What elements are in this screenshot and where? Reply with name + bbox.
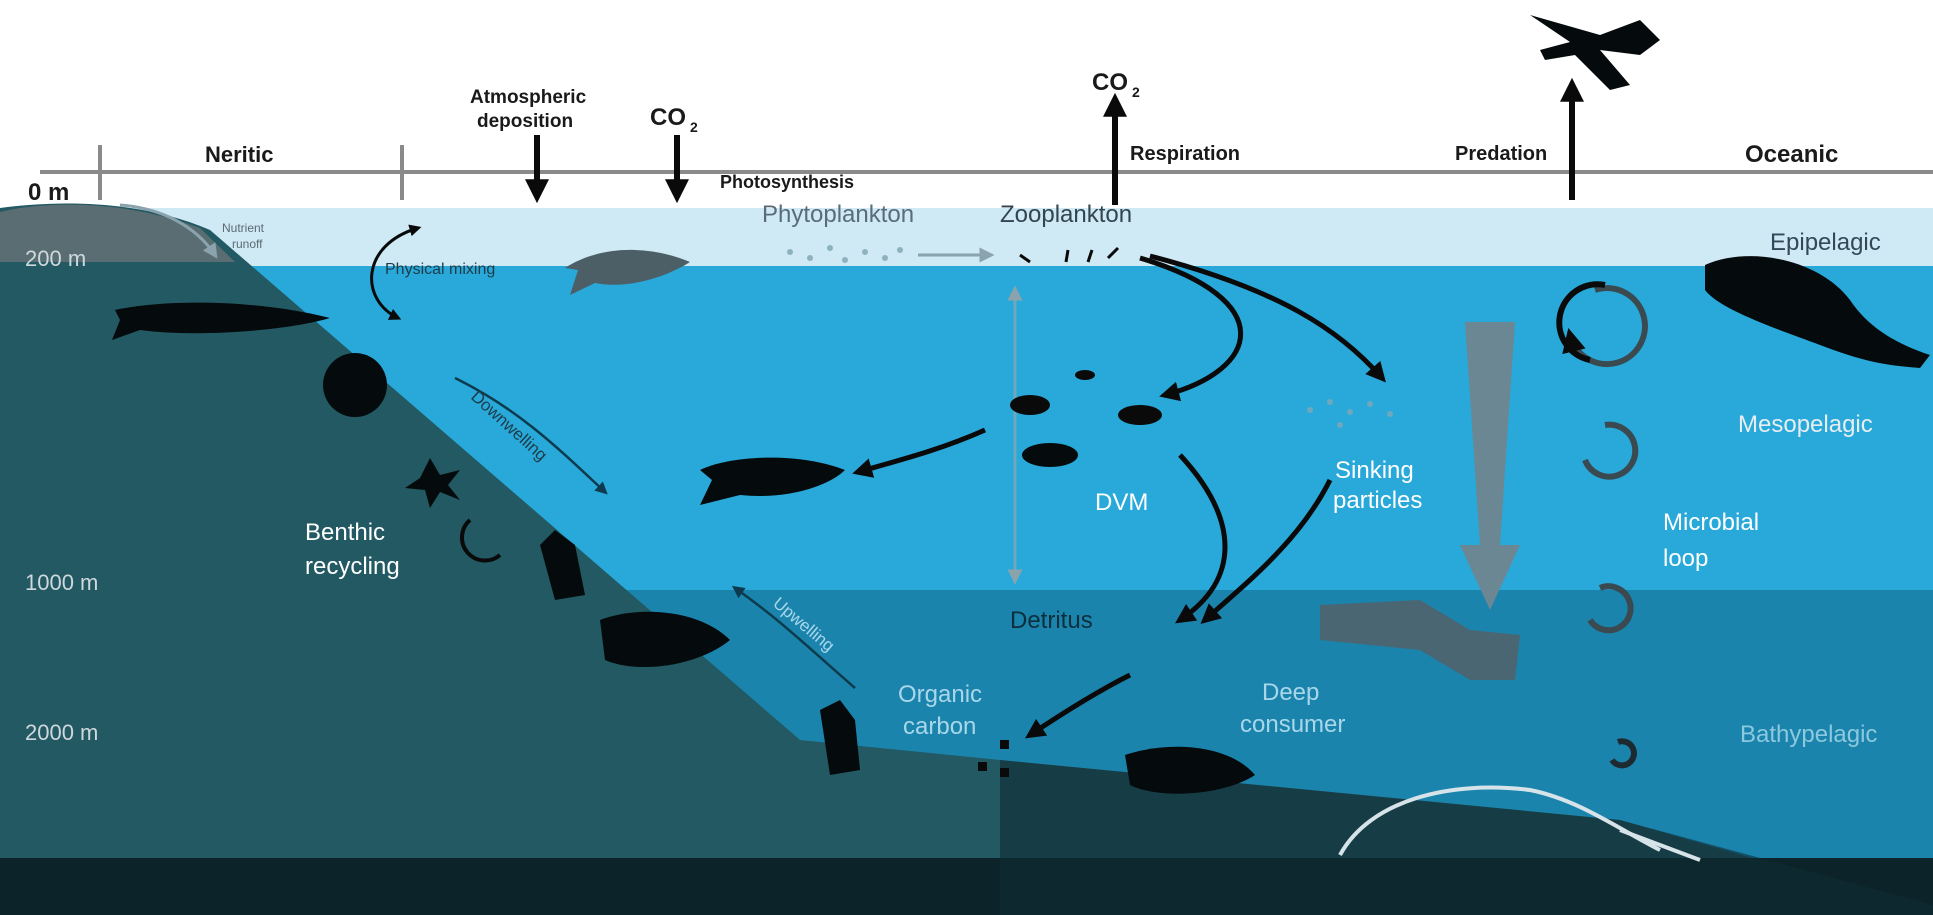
benthic-recycling-label-2: recycling [305,553,400,580]
atmospheric-deposition-label-2: deposition [477,111,573,132]
predation-label: Predation [1455,143,1547,165]
oceanic-label: Oceanic [1745,141,1838,168]
physical-mixing-label: Physical mixing [385,261,495,278]
respiration-label: Respiration [1130,143,1240,165]
microbial-loop-label-2: loop [1663,545,1708,572]
nutrient-runoff-label-1: Nutrient [222,221,265,235]
depth-200-label: 200 m [25,246,86,271]
mesopelagic-label: Mesopelagic [1738,411,1873,438]
organic-carbon-label-1: Organic [898,681,982,708]
nutrient-runoff-label-2: runoff [232,237,263,251]
benthic-recycling-label-1: Benthic [305,519,385,546]
zooplankton-label: Zooplankton [1000,201,1132,228]
atmospheric-deposition-label-1: Atmospheric [470,87,587,108]
coral-icon [323,353,387,417]
co2-up-label: CO [1092,69,1128,96]
sinking-particles-label-2: particles [1333,487,1422,514]
epipelagic-label: Epipelagic [1770,229,1881,256]
deep-consumer-label-2: consumer [1240,711,1345,738]
depth-surface-label: 0 m [28,179,69,206]
co2-down-subscript: 2 [690,119,698,135]
depth-1000-label: 1000 m [25,570,98,595]
bathypelagic-label: Bathypelagic [1740,721,1877,748]
co2-down-label: CO [650,104,686,131]
neritic-label: Neritic [205,142,273,167]
epipelagic-layer [0,208,1933,268]
detritus-label: Detritus [1010,607,1093,634]
phytoplankton-label: Phytoplankton [762,201,914,228]
photosynthesis-label: Photosynthesis [720,172,854,192]
lanternfish-icon [1022,443,1078,467]
organic-carbon-label-2: carbon [903,713,976,740]
seabird-icon [1530,15,1660,90]
deep-consumer-label-1: Deep [1262,679,1319,706]
co2-up-subscript: 2 [1132,84,1140,100]
depth-2000-label: 2000 m [25,720,98,745]
sinking-particles-label-1: Sinking [1335,457,1414,484]
dvm-label: DVM [1095,489,1148,516]
microbial-loop-label-1: Microbial [1663,509,1759,536]
